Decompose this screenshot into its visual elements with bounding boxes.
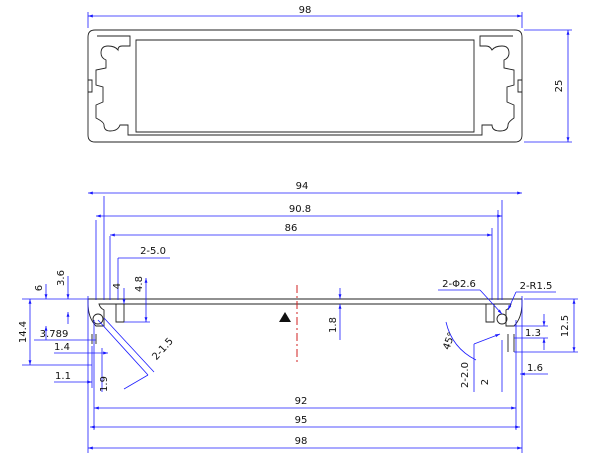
right-foot	[507, 334, 515, 352]
top-view-left-notch	[88, 79, 93, 93]
right-slot	[485, 304, 495, 323]
leader-2-1-5	[123, 374, 149, 390]
top-view: 98 25	[87, 5, 572, 143]
dim-label-98-bottom: 98	[295, 436, 308, 447]
dim-label-92: 92	[295, 396, 308, 407]
dim-label-95: 95	[295, 415, 308, 426]
leader-2-1-5	[97, 319, 149, 376]
top-view-right-notch	[517, 79, 522, 93]
dim-label-6: 6	[34, 285, 45, 291]
dim-label-25: 25	[554, 80, 565, 93]
left-slot	[115, 304, 125, 323]
top-view-inner-profile	[95, 35, 515, 136]
dim-label-3-789: 3.789	[40, 329, 69, 340]
dim-label-3-6: 3.6	[56, 270, 67, 286]
leader-2-2-0	[473, 333, 501, 345]
dim-label-2-phi2-6: 2-Φ2.6	[442, 279, 476, 290]
leader-2-1-5	[103, 317, 155, 373]
dim-label-98-top: 98	[299, 5, 312, 16]
dim-label-2-2-0: 2-2.0	[460, 362, 471, 388]
dim-label-4-8: 4.8	[134, 276, 145, 292]
left-screw-boss	[92, 313, 104, 325]
dim-label-1-1: 1.1	[55, 371, 71, 382]
section-view: 94 90.8 86 2-5.0 6 3.6 4 4.8 14.4 3.789	[18, 181, 578, 453]
dim-label-45: 45°	[441, 331, 457, 351]
leader-2-r1-5	[507, 291, 517, 311]
dim-label-4: 4	[112, 283, 123, 289]
dim-label-90-8: 90.8	[289, 204, 311, 215]
dim-label-14-4: 14.4	[18, 321, 29, 343]
dim-label-2-r1-5: 2-R1.5	[520, 281, 553, 292]
top-view-inner-opening	[135, 39, 475, 133]
dim-label-1-6: 1.6	[527, 363, 543, 374]
dim-label-12-5: 12.5	[560, 315, 571, 337]
leader-2-phi2-6	[479, 289, 503, 315]
arc-45	[445, 321, 477, 361]
top-view-outline	[87, 29, 523, 143]
dim-label-1-9: 1.9	[99, 376, 110, 392]
dim-label-94: 94	[296, 181, 309, 192]
dim-label-2-1-5: 2-1.5	[150, 336, 175, 363]
dim-label-1-4: 1.4	[54, 342, 70, 353]
left-foot	[91, 334, 97, 344]
dim-label-1-8: 1.8	[328, 317, 339, 333]
dim-label-1-3: 1.3	[525, 328, 541, 339]
dim-label-2: 2	[480, 379, 491, 385]
datum-triangle-icon	[279, 312, 291, 322]
right-screw-boss	[496, 313, 508, 325]
dim-label-86: 86	[285, 223, 298, 234]
section-outline	[87, 298, 523, 327]
dim-label-2-5-0: 2-5.0	[140, 246, 166, 257]
